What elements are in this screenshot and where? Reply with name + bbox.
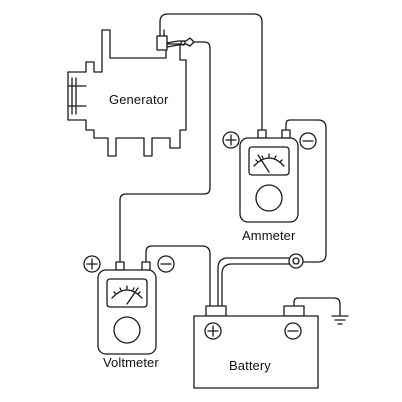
ammeter-label: Ammeter [242,228,296,243]
battery-body [193,315,319,389]
battery-label: Battery [229,358,271,373]
generator-housing [67,29,187,157]
plus-icon [222,131,240,149]
ammeter-knob [255,184,283,212]
ammeter-needle [257,154,270,173]
generator-label: Generator [109,92,169,107]
minus-icon [157,255,175,273]
wire-battery-to-ground [293,297,341,317]
plus-icon [204,322,222,340]
wires [119,13,349,325]
polarity-symbols [83,131,317,340]
ground-icon [331,315,349,325]
wire-voltmeter-negative [145,245,211,307]
wire-ammeter-negative [285,119,327,263]
voltmeter-needle [126,287,139,305]
wire-to-battery-positive [217,257,290,307]
voltmeter-knob [113,316,141,344]
wire-generator-to-ammeter [159,13,263,133]
loop-connector [288,253,304,269]
minus-icon [284,322,302,340]
voltmeter-dial [106,278,148,308]
generator-terminal [156,35,168,51]
clip-pivot [180,40,186,46]
ammeter [239,129,299,223]
battery [193,305,319,389]
wire-generator-to-voltmeter [119,41,211,263]
minus-icon [299,132,317,150]
wire-to-battery-positive-2 [221,263,290,307]
generator-terminal-posts [159,29,165,37]
ammeter-dial [248,146,290,176]
voltmeter [97,261,157,355]
voltmeter-label: Voltmeter [103,355,159,370]
plus-icon [83,255,101,273]
generator-pulley [67,77,87,115]
